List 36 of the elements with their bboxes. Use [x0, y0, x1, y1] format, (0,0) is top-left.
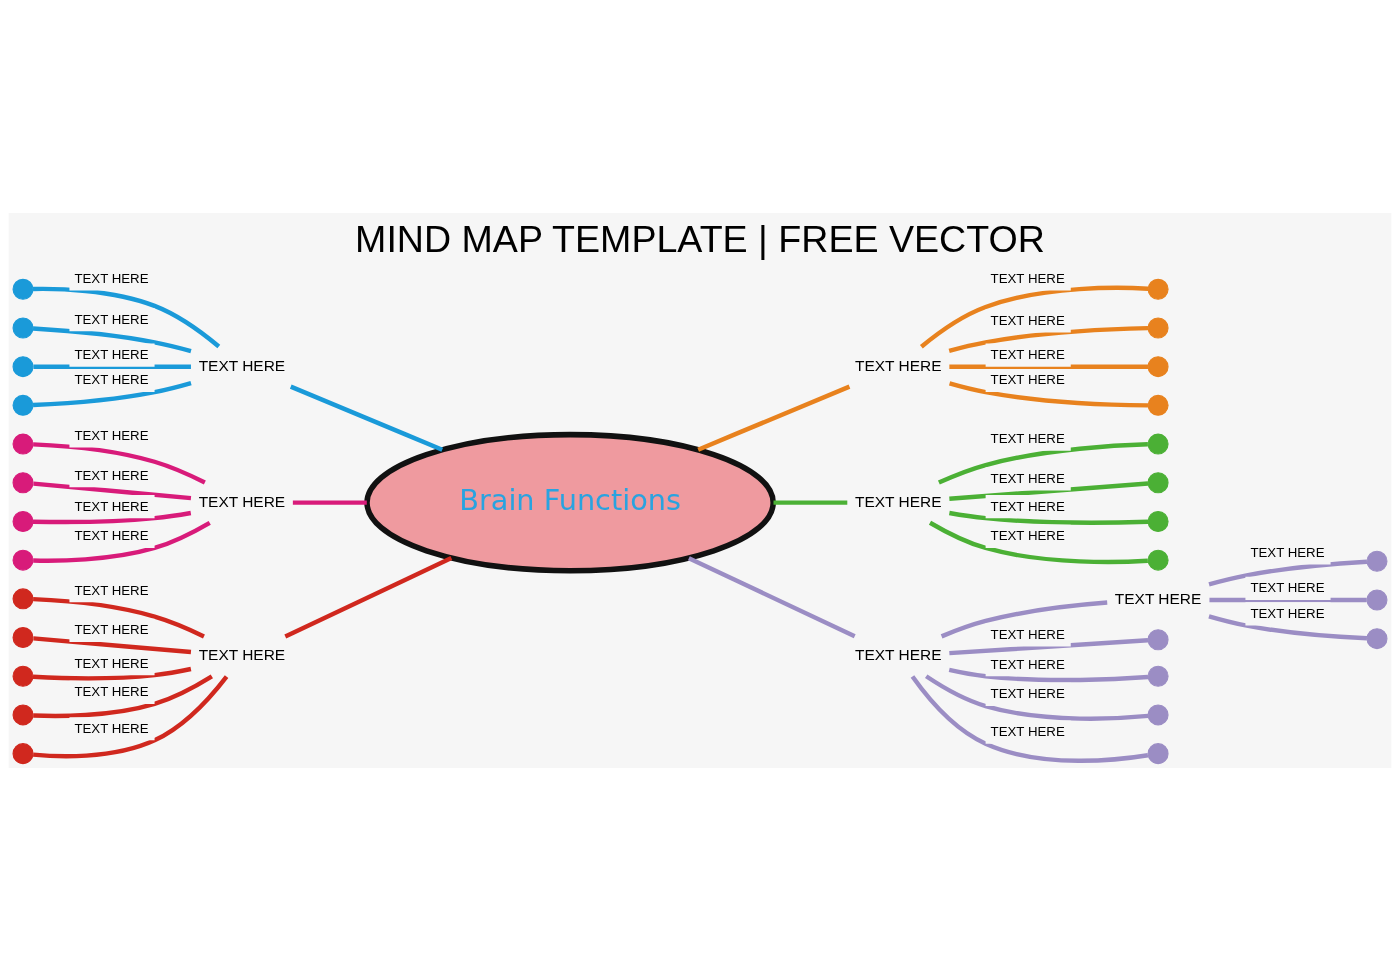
edge-label: TEXT HERE [74, 311, 149, 327]
edge-label: TEXT HERE [990, 430, 1065, 446]
edge-label: TEXT HERE [990, 656, 1065, 672]
edge-label: TEXT HERE [74, 720, 149, 736]
node-text: TEXT HERE [855, 356, 942, 374]
edge-label: TEXT HERE [74, 582, 149, 598]
edge-label: TEXT HERE [1250, 579, 1325, 595]
edge-label: TEXT HERE [990, 346, 1065, 362]
edge-label: TEXT HERE [990, 470, 1065, 486]
node-text: TEXT HERE [198, 356, 286, 374]
node-text: TEXT HERE [198, 645, 286, 663]
edge-label: TEXT HERE [1250, 605, 1325, 621]
node-text: TEXT HERE [198, 492, 286, 510]
edge-label: TEXT HERE [74, 346, 149, 362]
edge-label: TEXT HERE [990, 685, 1065, 701]
edge-label: TEXT HERE [990, 626, 1065, 642]
edge-label: TEXT HERE [74, 655, 149, 670]
edge-label: TEXT HERE [990, 312, 1065, 328]
edge-label: TEXT HERE [990, 270, 1065, 286]
edge-label: TEXT HERE [990, 498, 1065, 514]
edge-label: TEXT HERE [74, 270, 149, 286]
edge-label: TEXT HERE [74, 498, 149, 514]
edge-label: TEXT HERE [74, 371, 149, 387]
edge-label: TEXT HERE [74, 527, 149, 543]
node-text: TEXT HERE [855, 645, 942, 663]
edge-label: TEXT HERE [74, 621, 149, 637]
edge-label: TEXT HERE [74, 427, 149, 443]
node-text: TEXT HERE [855, 492, 942, 510]
edge-label: TEXT HERE [990, 527, 1065, 543]
edge-label: TEXT HERE [74, 467, 149, 483]
node-text: TEXT HERE [1114, 589, 1202, 607]
edge-label: TEXT HERE [990, 723, 1065, 739]
edge-label: TEXT HERE [990, 371, 1065, 387]
diagram-title: MIND MAP TEMPLATE | FREE VECTOR [355, 217, 1045, 260]
edge-label: TEXT HERE [1250, 544, 1325, 560]
edge-label: TEXT HERE [74, 683, 149, 699]
